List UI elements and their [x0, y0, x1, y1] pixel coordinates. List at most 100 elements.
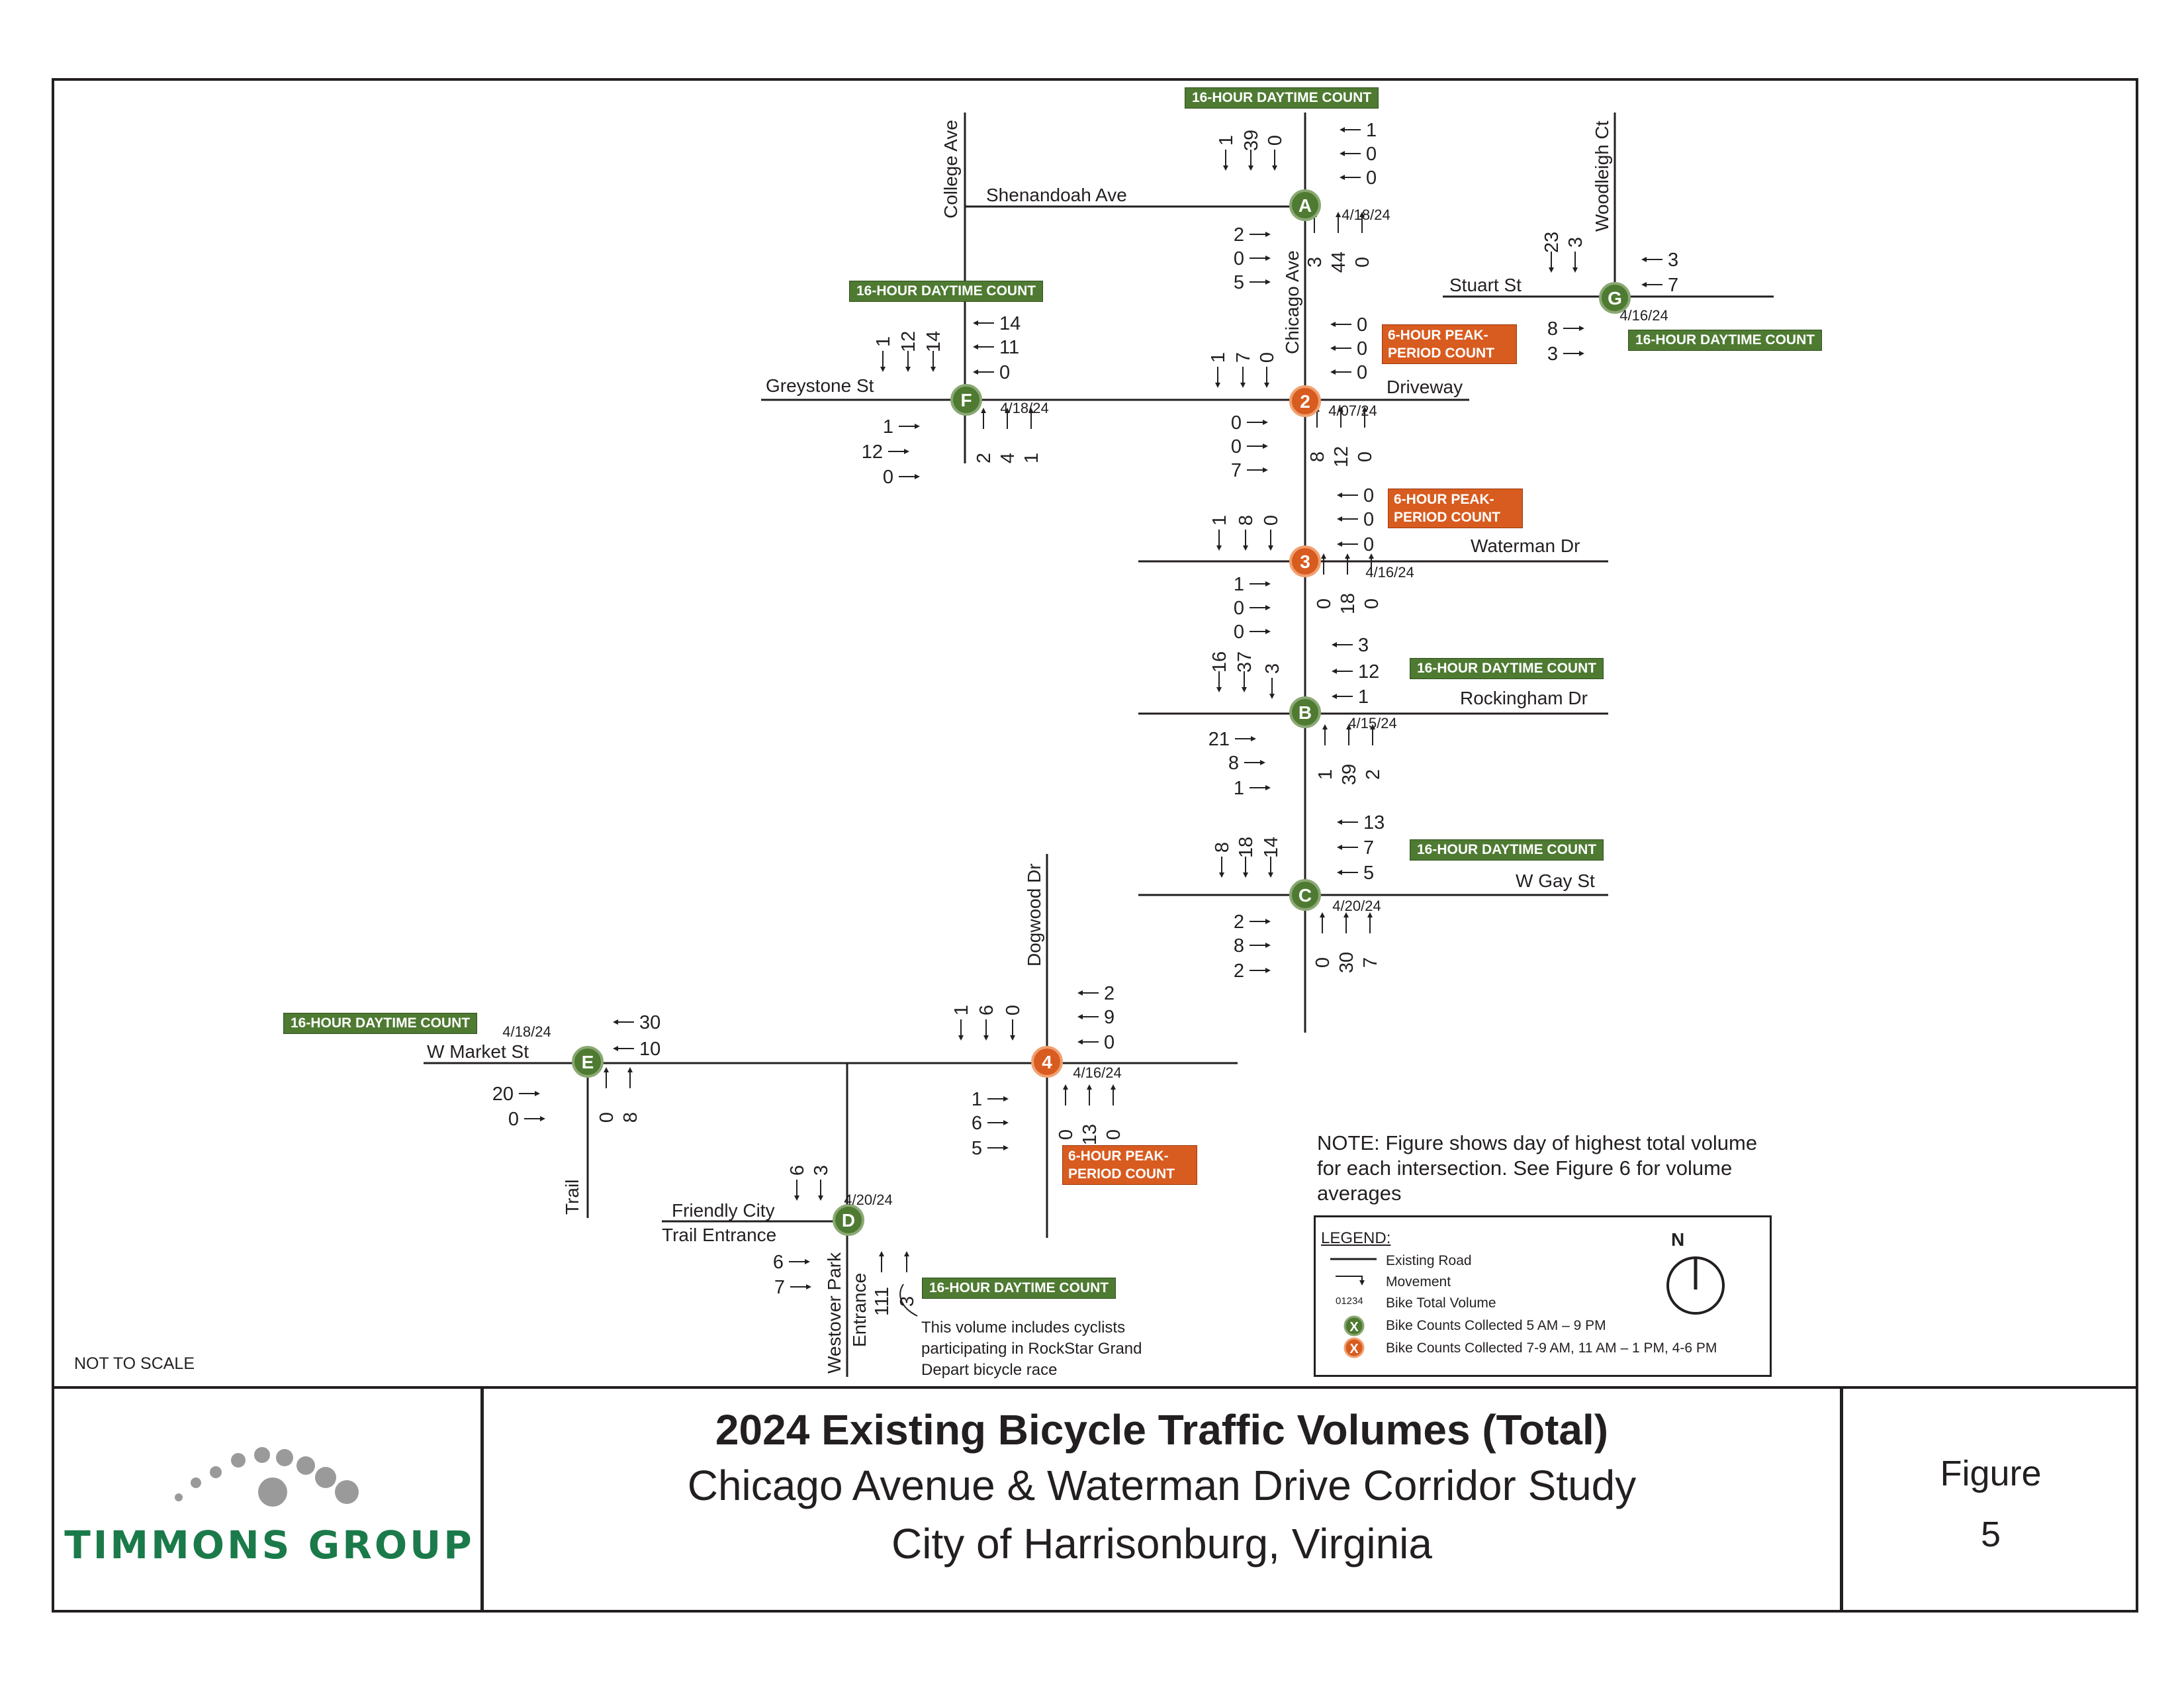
volume-a-eb-1: 0: [1234, 248, 1244, 269]
volume-3-nb-2: 0: [1361, 598, 1383, 609]
intersection-4-date: 4/16/24: [1073, 1064, 1121, 1081]
volume-a-wb-2: 0: [1366, 167, 1377, 189]
volume-e-nb-1: 8: [620, 1112, 641, 1123]
badge-daytime-b: 16-HOUR DAYTIME COUNT: [1410, 658, 1604, 679]
intersection-f-date: 4/18/24: [1000, 400, 1048, 416]
volume-c-nb-1: 30: [1336, 952, 1357, 973]
volume-4-eb-1: 6: [972, 1113, 982, 1134]
caption-line-2: participating in RockStar Grand: [921, 1340, 1142, 1358]
badge-peak-3: 6-HOUR PEAK- PERIOD COUNT: [1388, 489, 1523, 528]
legend-green-marker: X: [1349, 1320, 1359, 1335]
volume-3-eb-1: 0: [1234, 598, 1244, 619]
footer-divider: [52, 1386, 2138, 1389]
volume-a-sb-1: 39: [1241, 130, 1262, 151]
label-dogwood-dr: Dogwood Dr: [1024, 863, 1044, 966]
label-friendly-city-1: Friendly City: [672, 1200, 775, 1221]
caption-line-1: This volume includes cyclists: [921, 1319, 1126, 1336]
timmons-logo-mark: [175, 1447, 359, 1507]
volume-2-nb-1: 12: [1331, 446, 1352, 467]
intersection-f-label: F: [960, 390, 972, 410]
legend-box: LEGEND: N Existing Road Movement 01234 B…: [1314, 1215, 1772, 1377]
badge-daytime-a: 16-HOUR DAYTIME COUNT: [1185, 87, 1379, 109]
intersection-g-date: 4/16/24: [1619, 307, 1668, 324]
volume-c-wb-1: 7: [1363, 837, 1374, 859]
legend-green-node: [1343, 1315, 1365, 1336]
volume-d-eb-0: 6: [773, 1252, 784, 1273]
volume-f-eb-0: 1: [883, 416, 893, 438]
figure-title: 2024 Existing Bicycle Traffic Volumes (T…: [715, 1406, 1609, 1454]
intersection-e-node: [572, 1046, 604, 1078]
figure-number: 5: [1980, 1515, 2001, 1554]
street-labels: Shenandoah Ave Greystone St Driveway Wat…: [427, 120, 1612, 1374]
volume-2-sb-2: 0: [1257, 352, 1278, 363]
intersection-g-node: [1599, 282, 1631, 314]
volume-b-eb-2: 1: [1234, 778, 1244, 799]
volume-3-nb-1: 18: [1338, 593, 1359, 614]
volume-e-wb-1: 10: [639, 1039, 660, 1060]
figure-label: Figure: [1940, 1454, 2042, 1493]
volume-g-sb-0: 23: [1541, 232, 1563, 253]
legend-volume-label: Bike Total Volume: [1386, 1295, 1496, 1311]
intersection-f-node: [950, 384, 982, 416]
volume-a-nb-0: 3: [1304, 257, 1326, 267]
volume-3-eb-2: 0: [1234, 622, 1244, 643]
volume-2-nb-2: 0: [1355, 451, 1376, 462]
volume-c-wb-0: 13: [1363, 812, 1385, 833]
legend-movement: Movement: [1386, 1274, 1451, 1289]
volume-2-sb-1: 7: [1233, 352, 1254, 363]
label-rockingham-dr: Rockingham Dr: [1460, 688, 1588, 708]
intersection-e-label: E: [582, 1052, 594, 1072]
intersection-3-node: [1289, 545, 1321, 577]
intersection-4-node: [1031, 1046, 1063, 1078]
intersection-d-date: 4/20/24: [844, 1192, 892, 1208]
volume-4-nb-0: 0: [1056, 1129, 1077, 1140]
intersection-d-label: D: [842, 1210, 855, 1231]
legend-symbols: X X: [1330, 1256, 1725, 1358]
intersection-2-date: 4/07/24: [1328, 402, 1377, 419]
volume-b-sb-1: 37: [1234, 651, 1255, 673]
label-w-gay-st: W Gay St: [1516, 870, 1595, 891]
note-line-2: for each intersection. See Figure 6 for …: [1317, 1156, 1733, 1180]
volume-f-nb-1: 4: [997, 453, 1019, 463]
volume-3-sb-1: 8: [1236, 515, 1257, 526]
figure-note: NOTE: Figure shows day of highest total …: [1317, 1131, 1794, 1206]
label-shenandoah-ave: Shenandoah Ave: [986, 185, 1127, 205]
race-caption: This volume includes cyclists participat…: [921, 1317, 1206, 1381]
volume-a-nb-2: 0: [1352, 257, 1373, 267]
volume-2-wb-0: 0: [1357, 314, 1367, 336]
volume-a-wb-0: 1: [1366, 120, 1377, 141]
label-friendly-city-2: Trail Entrance: [662, 1225, 776, 1245]
volume-4-sb-1: 6: [976, 1005, 997, 1015]
note-line-3: averages: [1317, 1182, 1402, 1205]
legend-movement-arrow: [1336, 1276, 1365, 1286]
volume-d-sb-0: 6: [787, 1165, 808, 1176]
volume-b-nb-2: 2: [1363, 769, 1384, 780]
volume-g-wb-0: 3: [1668, 250, 1678, 271]
volume-a-eb-0: 2: [1234, 224, 1244, 246]
volume-f-sb-0: 1: [873, 336, 894, 347]
label-w-market-st: W Market St: [427, 1041, 529, 1062]
scale-note: NOT TO SCALE: [74, 1354, 195, 1373]
footer-divider-right: [1840, 1387, 1843, 1613]
volume-2-eb-2: 7: [1231, 460, 1242, 481]
legend-title: LEGEND:: [1321, 1229, 1391, 1247]
volume-f-sb-2: 14: [923, 331, 944, 352]
volume-2-wb-1: 0: [1357, 338, 1367, 359]
caption-line-3: Depart bicycle race: [921, 1361, 1058, 1379]
volume-b-wb-0: 3: [1358, 635, 1369, 656]
volume-3-nb-0: 0: [1314, 598, 1335, 609]
badge-peak-3-line1: 6-HOUR PEAK-: [1394, 492, 1494, 507]
volume-2-eb-1: 0: [1231, 436, 1242, 457]
intersection-g-label: G: [1608, 288, 1622, 308]
intersection-a-label: A: [1298, 195, 1312, 216]
volume-c-eb-2: 2: [1234, 961, 1244, 982]
volume-c-sb-0: 8: [1212, 842, 1233, 853]
title-block: 2024 Existing Bicycle Traffic Volumes (T…: [484, 1403, 1840, 1573]
intersection-b-node: [1289, 696, 1321, 728]
intersection-b-label: B: [1298, 702, 1312, 723]
volume-b-nb-1: 39: [1339, 764, 1360, 785]
legend-orange-label: Bike Counts Collected 7-9 AM, 11 AM – 1 …: [1386, 1340, 1717, 1356]
north-arrow-circle: [1666, 1256, 1725, 1315]
